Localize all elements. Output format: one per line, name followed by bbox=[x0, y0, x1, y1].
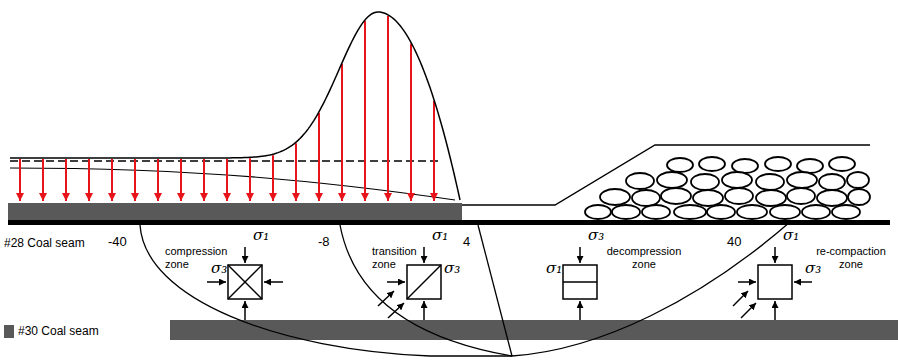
stress-arrows bbox=[20, 16, 434, 201]
position-number: -40 bbox=[108, 234, 127, 249]
stress-arrow bbox=[341, 64, 343, 201]
stress-arrow bbox=[387, 16, 389, 201]
stress-symbol: σ₃ bbox=[444, 259, 460, 277]
stress-symbol: σ₁ bbox=[432, 226, 448, 244]
abutment-pressure-curve bbox=[10, 12, 460, 200]
stress-symbol: σ₃ bbox=[211, 259, 227, 277]
zone-boundaries bbox=[140, 222, 790, 356]
zone-label: re-compaction zone bbox=[810, 245, 892, 271]
stress-arrow bbox=[272, 155, 274, 201]
position-number: 4 bbox=[463, 234, 470, 249]
stress-arrow bbox=[203, 159, 205, 201]
seam-label: #28 Coal seam bbox=[4, 236, 85, 250]
stress-arrow bbox=[318, 113, 320, 201]
stress-arrow bbox=[249, 158, 251, 201]
legend-text: #30 Coal seam bbox=[18, 324, 99, 338]
stress-arrow bbox=[295, 143, 297, 201]
stress-arrow bbox=[65, 159, 67, 201]
boundary-line bbox=[340, 225, 512, 356]
goaf-roof-line bbox=[462, 145, 870, 205]
legend-entry: #30 Coal seam bbox=[4, 324, 99, 338]
stress-arrow bbox=[410, 43, 412, 201]
stress-elements bbox=[207, 247, 812, 320]
zone-label: transition zone bbox=[372, 245, 422, 271]
stress-arrow bbox=[433, 101, 435, 201]
seam-floor bbox=[8, 220, 890, 225]
zone-label: decompression zone bbox=[604, 245, 684, 271]
stress-arrow bbox=[157, 159, 159, 201]
stress-arrow bbox=[42, 159, 44, 201]
stress-arrow bbox=[111, 159, 113, 201]
boundary-line bbox=[478, 225, 512, 356]
stress-symbol: σ₁ bbox=[253, 226, 269, 244]
stress-arrow bbox=[226, 159, 228, 201]
stress-arrow bbox=[134, 159, 136, 201]
stress-symbol: σ₃ bbox=[805, 259, 821, 277]
lower-coal-seam bbox=[170, 320, 898, 340]
boundary-curve-right bbox=[512, 222, 790, 356]
goaf-rocks bbox=[585, 157, 870, 219]
stress-arrow bbox=[19, 159, 21, 201]
stress-arrow bbox=[88, 159, 90, 201]
upper-coal-seam bbox=[8, 203, 462, 221]
stress-symbol: σ₃ bbox=[588, 226, 604, 244]
stress-arrow bbox=[364, 21, 366, 201]
stress-arrow bbox=[180, 159, 182, 201]
boundary-curve-left bbox=[140, 225, 512, 356]
original-stress-line bbox=[10, 160, 440, 161]
legend-swatch bbox=[4, 325, 14, 338]
position-number: -8 bbox=[318, 234, 330, 249]
position-number: 40 bbox=[727, 234, 741, 249]
stress-symbol: σ₁ bbox=[783, 226, 799, 244]
stress-symbol: σ₁ bbox=[546, 259, 562, 277]
